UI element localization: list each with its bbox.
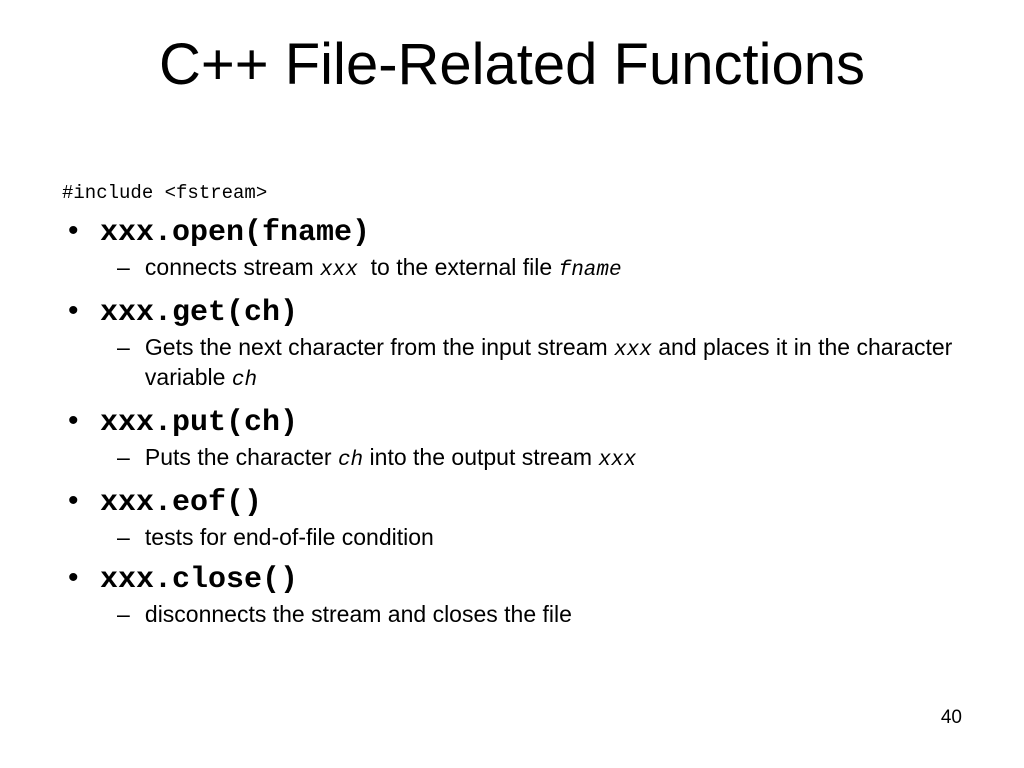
bullet-item-open: • xxx.open(fname): [62, 210, 962, 254]
function-description: tests for end-of-file condition: [145, 524, 962, 551]
bullet-mark: •: [68, 294, 79, 327]
bullet-item-put: • xxx.put(ch): [62, 400, 962, 444]
sub-item-put-desc: – Puts the character ch into the output …: [117, 444, 962, 474]
desc-text: Gets the next character from the input s…: [144, 334, 615, 360]
desc-text: into the output stream: [363, 444, 599, 470]
desc-text: disconnects the stream and closes the fi…: [144, 601, 572, 627]
function-signature: xxx.get(ch): [100, 296, 299, 330]
sub-item-close-desc: – disconnects the stream and closes the …: [117, 601, 962, 628]
bullet-item-close: • xxx.close(): [62, 557, 962, 601]
sub-item-open-desc: – connects stream xxx to the external fi…: [117, 254, 962, 284]
desc-text: tests for end-of-file condition: [144, 524, 434, 550]
function-signature: xxx.open(fname): [100, 216, 371, 250]
dash-mark: –: [117, 444, 130, 470]
bullet-item-eof: • xxx.eof(): [62, 480, 962, 524]
desc-text: connects stream: [144, 254, 321, 280]
desc-code: xxx: [614, 339, 652, 362]
bullet-item-get: • xxx.get(ch): [62, 290, 962, 334]
function-description: Gets the next character from the input s…: [145, 334, 962, 394]
desc-text: to the external file: [357, 254, 559, 280]
bullet-mark: •: [68, 404, 79, 437]
slide-title: C++ File-Related Functions: [159, 32, 865, 97]
slide-content: #include <fstream> • xxx.open(fname) – c…: [62, 180, 962, 634]
desc-code: fname: [558, 259, 622, 282]
desc-text: Puts the character: [144, 444, 338, 470]
function-signature: xxx.eof(): [100, 486, 263, 520]
desc-code: ch: [231, 369, 258, 392]
desc-code: xxx: [598, 449, 637, 472]
function-signature: xxx.put(ch): [100, 406, 299, 440]
dash-mark: –: [117, 334, 130, 360]
function-description: disconnects the stream and closes the fi…: [145, 601, 962, 628]
bullet-mark: •: [68, 561, 79, 594]
function-description: connects stream xxx to the external file…: [145, 254, 962, 284]
function-description: Puts the character ch into the output st…: [145, 444, 962, 474]
page-number: 40: [940, 707, 962, 728]
dash-mark: –: [117, 601, 130, 627]
sub-item-eof-desc: – tests for end-of-file condition: [117, 524, 962, 551]
function-signature: xxx.close(): [100, 563, 299, 597]
include-directive: #include <fstream>: [62, 182, 268, 204]
dash-mark: –: [117, 254, 130, 280]
sub-item-get-desc: – Gets the next character from the input…: [117, 334, 962, 394]
dash-mark: –: [117, 524, 130, 550]
bullet-mark: •: [68, 484, 79, 517]
bullet-mark: •: [68, 214, 79, 247]
desc-text: and places it in the character variable: [144, 334, 953, 390]
desc-code: ch: [337, 449, 364, 472]
desc-code: xxx: [320, 259, 358, 282]
